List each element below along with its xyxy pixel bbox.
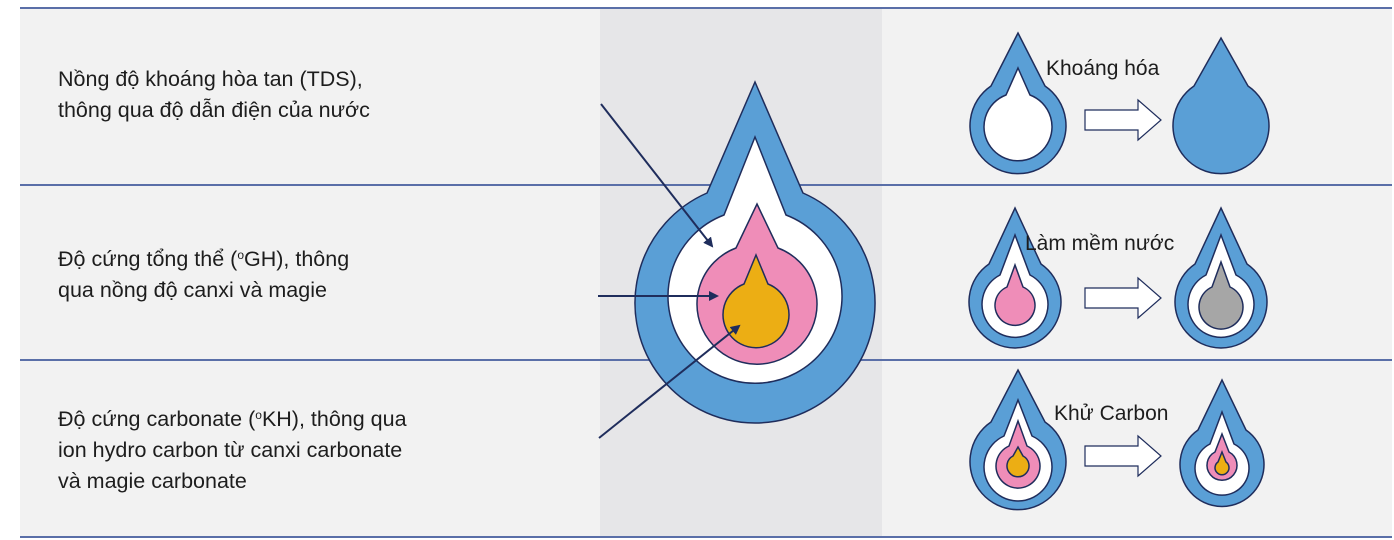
central-droplet-icon xyxy=(635,82,875,423)
softening-caption: Làm mềm nước xyxy=(1025,232,1174,255)
droplet-icon-before xyxy=(970,33,1066,174)
droplet-icon-after xyxy=(1175,208,1267,348)
hollow-arrow-icon xyxy=(1085,100,1161,140)
hollow-arrow-icon xyxy=(1085,278,1161,318)
hollow-arrow-icon xyxy=(1085,436,1161,476)
droplet-icon-before xyxy=(969,208,1061,348)
tds-pointer-arrow xyxy=(601,104,712,246)
mineralization-process: Khoáng hóa xyxy=(970,33,1269,174)
droplet-icon-before xyxy=(970,370,1066,510)
softening-process: Làm mềm nước xyxy=(969,208,1267,348)
mineralization-caption: Khoáng hóa xyxy=(1046,57,1160,80)
droplet-icon-after xyxy=(1173,38,1269,174)
droplet-layer-blue xyxy=(1173,38,1269,174)
decarbonization-process: Khử Carbon xyxy=(970,370,1264,510)
decarbonization-caption: Khử Carbon xyxy=(1054,402,1168,425)
droplet-icon-after xyxy=(1180,380,1264,506)
